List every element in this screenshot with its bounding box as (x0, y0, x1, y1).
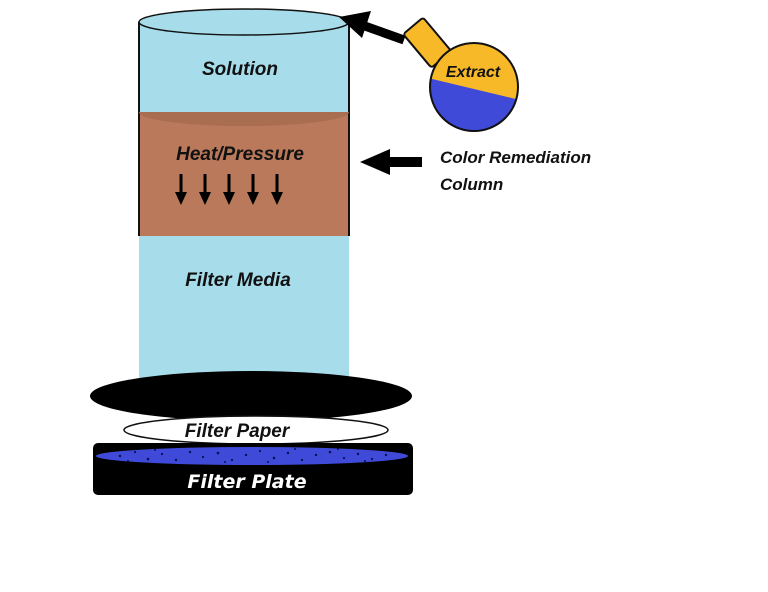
extract-label: Extract (446, 64, 501, 81)
filter-media-label: Filter Media (185, 270, 291, 291)
down-arrow-icon (271, 174, 283, 205)
solution-layer: Solution (138, 8, 350, 112)
down-arrow-icon (199, 174, 211, 205)
heat-pressure-layer: Heat/Pressure (138, 98, 350, 236)
filter-paper-label: Filter Paper (185, 421, 291, 442)
down-arrow-icon (223, 174, 235, 205)
filter-paper: Filter Paper (123, 415, 389, 445)
extract-flask: Extract (403, 17, 519, 132)
left-arrow-icon (360, 149, 422, 175)
column-label-line2: Column (440, 175, 503, 194)
filter-media-layer: Filter Media (139, 236, 349, 381)
column-label-line1: Color Remediation (440, 148, 591, 167)
filter-plate: Filter Plate (93, 443, 413, 495)
down-arrow-icon (247, 174, 259, 205)
pressure-arrows (175, 174, 283, 205)
left-arrow-icon (339, 11, 406, 45)
heat-pressure-label: Heat/Pressure (176, 144, 304, 165)
solution-label: Solution (202, 59, 278, 80)
filter-plate-label: Filter Plate (187, 471, 306, 493)
plate-media-speckles (118, 448, 388, 463)
column-base-disc (90, 371, 412, 421)
down-arrow-icon (175, 174, 187, 205)
